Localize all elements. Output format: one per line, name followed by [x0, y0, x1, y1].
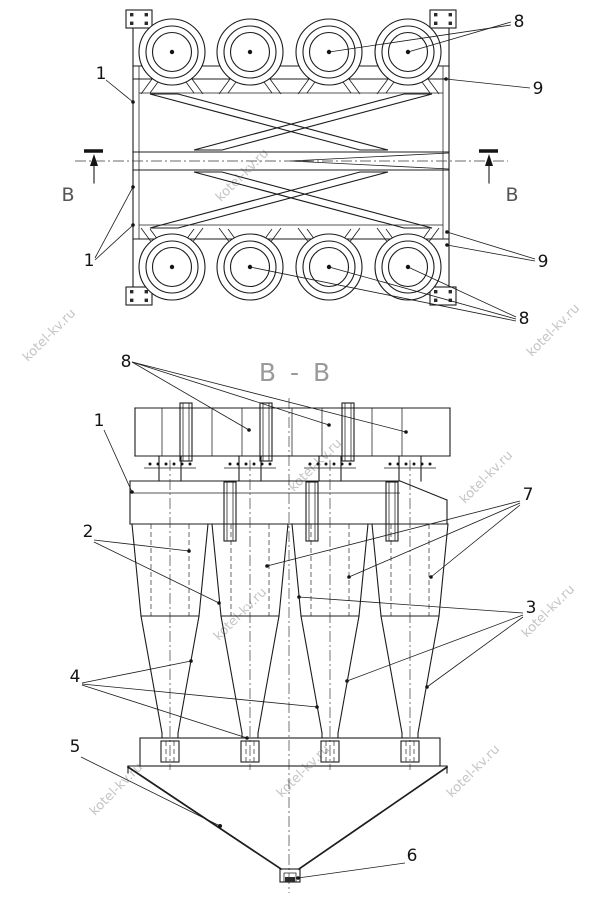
- watermark-text: kotel-kv.ru: [286, 436, 345, 495]
- tube-scroll-ticks: [140, 78, 440, 244]
- callout-6-section: 6: [296, 846, 417, 880]
- cyclone-tube-row-top: [138, 18, 442, 86]
- callout-8-section: 8: [121, 352, 408, 434]
- corner-plate-top-left: [125, 9, 153, 29]
- inner-vane-strip: [305, 481, 319, 542]
- callout-label: 1: [96, 64, 107, 84]
- callout-label: 1: [94, 411, 105, 431]
- watermark-text: kotel-kv.ru: [213, 146, 272, 205]
- callout-label: 6: [407, 846, 418, 866]
- cyclone-1: [131, 460, 209, 770]
- watermarks: kotel-kv.ru kotel-kv.ru kotel-kv.ru kote…: [20, 146, 583, 819]
- section-cut-letter-right: В: [505, 184, 518, 206]
- callout-1-section: 1: [94, 411, 134, 494]
- callout-label: 8: [514, 12, 525, 32]
- callout-8-bottom: 8: [248, 265, 529, 329]
- cyclone-4: [371, 460, 449, 770]
- discharge-outlet: [279, 868, 301, 883]
- callout-7-section: 7: [265, 485, 533, 579]
- dust-band: [139, 737, 441, 767]
- outlet-tube-stub: [341, 402, 355, 462]
- cyclone-tube: [138, 18, 206, 86]
- watermark-text: kotel-kv.ru: [211, 585, 270, 644]
- inner-vane-strip: [223, 481, 237, 542]
- corner-plate-bottom-right: [429, 286, 457, 306]
- watermark-text: kotel-kv.ru: [524, 301, 583, 360]
- corner-plate-bottom-left: [125, 286, 153, 306]
- callout-label: 8: [519, 309, 530, 329]
- cyclone-tube-row-bottom: [138, 233, 442, 301]
- watermark-text: kotel-kv.ru: [457, 448, 516, 507]
- callout-2-section: 2: [83, 522, 221, 605]
- callout-label: 4: [70, 667, 81, 687]
- inlet-channel-hatch: [149, 93, 433, 229]
- inner-vane-strip: [385, 481, 399, 542]
- watermark-text: kotel-kv.ru: [87, 760, 146, 819]
- callout-label: 1: [84, 251, 95, 271]
- outlet-tube-stub: [179, 402, 193, 462]
- section-cut-marker-left: В: [61, 149, 103, 206]
- callout-label: 9: [533, 79, 544, 99]
- cyclone-3: [291, 460, 369, 770]
- outlet-header-box: [134, 402, 451, 462]
- flange-bolts: [144, 455, 436, 482]
- watermark-text: kotel-kv.ru: [444, 742, 503, 801]
- callout-3-section: 3: [297, 595, 536, 689]
- inlet-manifold-box: [129, 480, 448, 542]
- section-cut-letter-left: В: [61, 184, 74, 206]
- cyclone-2: [211, 460, 289, 770]
- section-cut-marker-right: В: [479, 149, 519, 206]
- cyclone-tube: [216, 18, 284, 86]
- watermark-text: kotel-kv.ru: [20, 306, 79, 365]
- callout-4-section: 4: [70, 659, 319, 740]
- callout-label: 7: [523, 485, 534, 505]
- callout-1-left-top: 1: [96, 64, 135, 104]
- callout-9-right-bottom: 9: [445, 230, 548, 272]
- callout-1-left-bottom: 1: [84, 185, 135, 271]
- callout-label: 8: [121, 352, 132, 372]
- callout-5-section: 5: [70, 737, 222, 828]
- callout-label: 2: [83, 522, 94, 542]
- corner-plate-top-right: [429, 9, 457, 29]
- section-view: В - В: [70, 352, 536, 893]
- plan-view: В В 8 9 1 1 9: [61, 9, 548, 329]
- callout-9-right-top: 9: [444, 77, 543, 99]
- callout-label: 9: [538, 252, 549, 272]
- callout-label: 5: [70, 737, 81, 757]
- outlet-tube-stub: [259, 402, 273, 462]
- watermark-text: kotel-kv.ru: [274, 742, 333, 801]
- callout-label: 3: [526, 598, 537, 618]
- callout-8-top: 8: [327, 12, 524, 54]
- cyclone-tube: [138, 233, 206, 301]
- section-title: В - В: [259, 358, 333, 387]
